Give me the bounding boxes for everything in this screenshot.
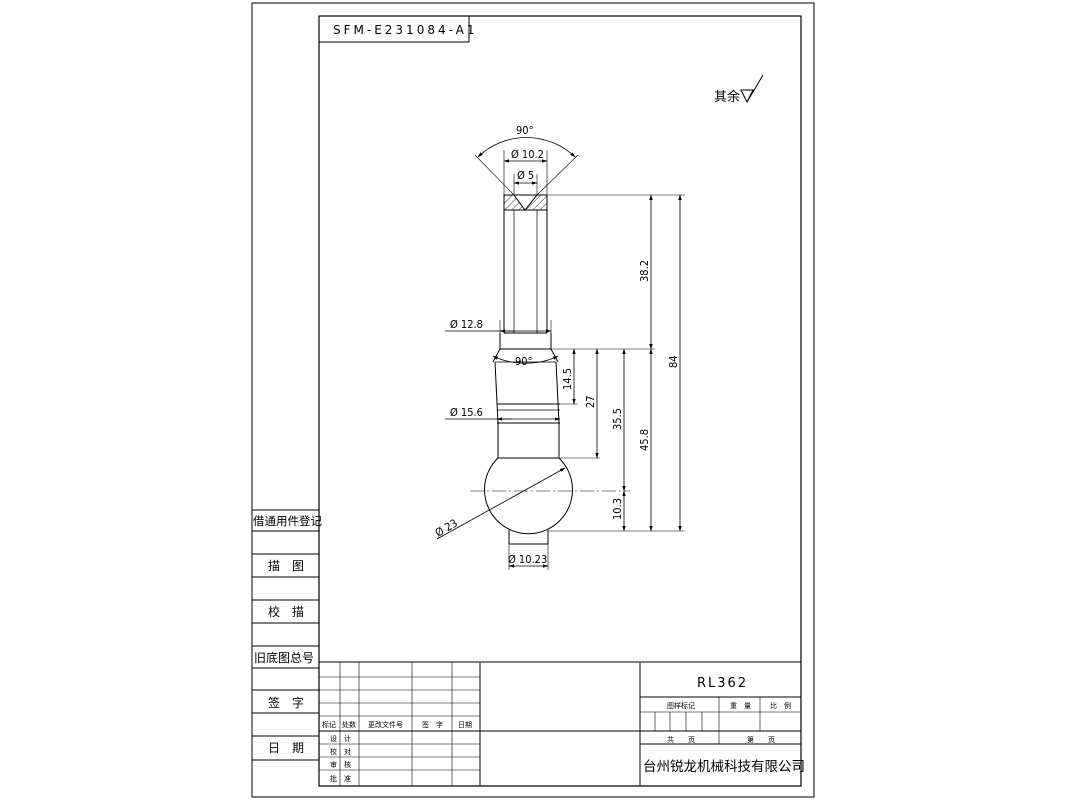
scale-label: 比 例 — [770, 701, 791, 710]
weight-label: 重 量 — [730, 702, 751, 710]
drawing-number: SFM-E231084-A1 — [333, 23, 478, 37]
row-review: 审 核 — [330, 760, 351, 769]
sheet-no: 第 页 — [747, 735, 775, 744]
part-outline — [484, 194, 573, 545]
row-check: 校 对 — [330, 747, 351, 756]
side-check-trace-label: 校 描 — [268, 604, 304, 619]
dim-ball-dia: Ø 23 — [433, 517, 460, 540]
row-design: 设 计 — [330, 734, 351, 743]
dim-dia-12-8: Ø 12.8 — [450, 318, 483, 331]
surface-finish-note: 其余 — [714, 74, 764, 105]
side-trace-label: 描 图 — [268, 559, 304, 573]
dim-len-84: 84 — [667, 355, 680, 368]
side-date-label: 日 期 — [268, 741, 304, 755]
company-name: 台州锐龙机械科技有限公司 — [643, 759, 805, 775]
title-block — [319, 661, 801, 786]
col-count: 处数 — [342, 720, 356, 729]
dim-len-27: 27 — [584, 395, 597, 408]
col-date: 日期 — [458, 721, 472, 729]
surface-finish-text: 其余 — [714, 89, 740, 105]
dim-dia-15-6: Ø 15.6 — [450, 406, 483, 419]
sheet-frame — [251, 2, 815, 798]
row-approve: 批 准 — [330, 774, 351, 783]
dim-len-35-5: 35.5 — [611, 408, 624, 430]
dim-len-14-5: 14.5 — [561, 368, 574, 390]
col-doc: 更改文件号 — [368, 720, 403, 729]
dim-top-angle: 90° — [516, 124, 534, 137]
dim-len-38-2: 38.2 — [638, 260, 651, 282]
dim-len-45-8: 45.8 — [638, 429, 651, 451]
side-registry-label: 借通用件登记 — [253, 514, 322, 528]
dim-top-outer-dia: Ø 10.2 — [511, 148, 544, 161]
col-mark: 标记 — [322, 720, 336, 729]
col-sign: 签 字 — [422, 720, 443, 729]
dim-top-inner-dia: Ø 5 — [517, 169, 534, 182]
surface-finish-symbol — [740, 74, 764, 104]
total-sheets: 共 页 — [667, 735, 695, 744]
part-name: RL362 — [697, 676, 748, 691]
stage-mark: 图样标记 — [667, 701, 695, 710]
side-panel — [252, 509, 319, 761]
dim-mid-angle: 90° — [515, 355, 533, 368]
dim-bottom-dia: Ø 10.23 — [508, 553, 547, 566]
dimension-lines — [436, 137, 682, 568]
side-old-base-label: 旧底图总号 — [254, 650, 314, 665]
side-signature-label: 签 字 — [268, 695, 304, 710]
drawing-number-box: SFM-E231084-A1 — [318, 15, 478, 43]
dim-len-10-3: 10.3 — [611, 498, 624, 520]
